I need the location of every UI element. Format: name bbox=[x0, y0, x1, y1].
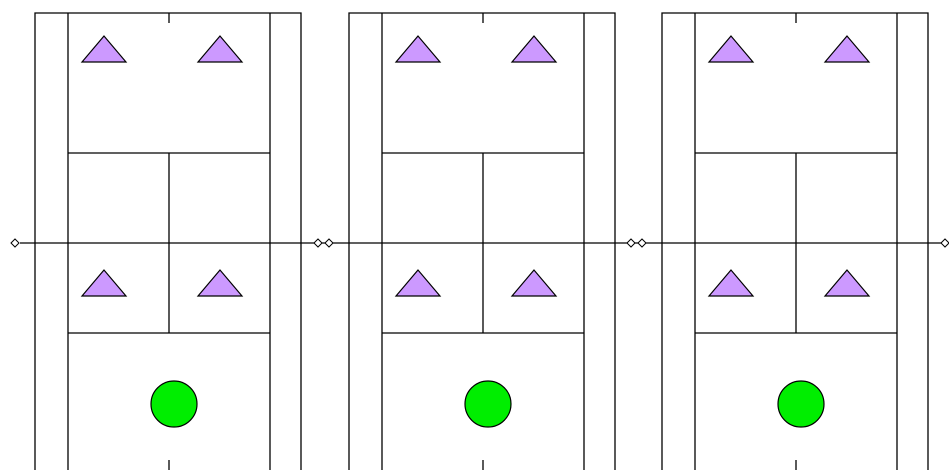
opponent-triangle-front-right bbox=[823, 269, 871, 297]
opponent-triangle-front-left bbox=[707, 269, 755, 297]
opponent-triangle-back-left bbox=[707, 35, 755, 63]
opponent-triangle-back-right bbox=[510, 35, 558, 63]
opponent-triangle-front-left bbox=[80, 269, 128, 297]
player-circle-near-center bbox=[464, 380, 512, 428]
opponent-triangle-back-left bbox=[80, 35, 128, 63]
net-post-1 bbox=[10, 238, 20, 248]
opponent-triangle-front-left bbox=[394, 269, 442, 297]
net-post-6 bbox=[940, 238, 949, 248]
opponent-triangle-back-left bbox=[394, 35, 442, 63]
court-1 bbox=[34, 12, 302, 470]
net-post-3 bbox=[324, 238, 334, 248]
net-posts bbox=[10, 238, 949, 248]
net-post-4 bbox=[626, 238, 636, 248]
opponent-triangle-front-right bbox=[196, 269, 244, 297]
net-post-5 bbox=[637, 238, 647, 248]
opponent-triangle-back-right bbox=[823, 35, 871, 63]
courts bbox=[34, 12, 929, 470]
opponent-triangle-back-right bbox=[196, 35, 244, 63]
player-circle-near-center bbox=[777, 380, 825, 428]
player-circle-near-center bbox=[150, 380, 198, 428]
court-outline bbox=[34, 12, 302, 470]
court-3 bbox=[661, 12, 929, 470]
court-outline bbox=[661, 12, 929, 470]
net-post-2 bbox=[313, 238, 323, 248]
opponent-triangle-front-right bbox=[510, 269, 558, 297]
court-2 bbox=[348, 12, 616, 470]
court-outline bbox=[348, 12, 616, 470]
